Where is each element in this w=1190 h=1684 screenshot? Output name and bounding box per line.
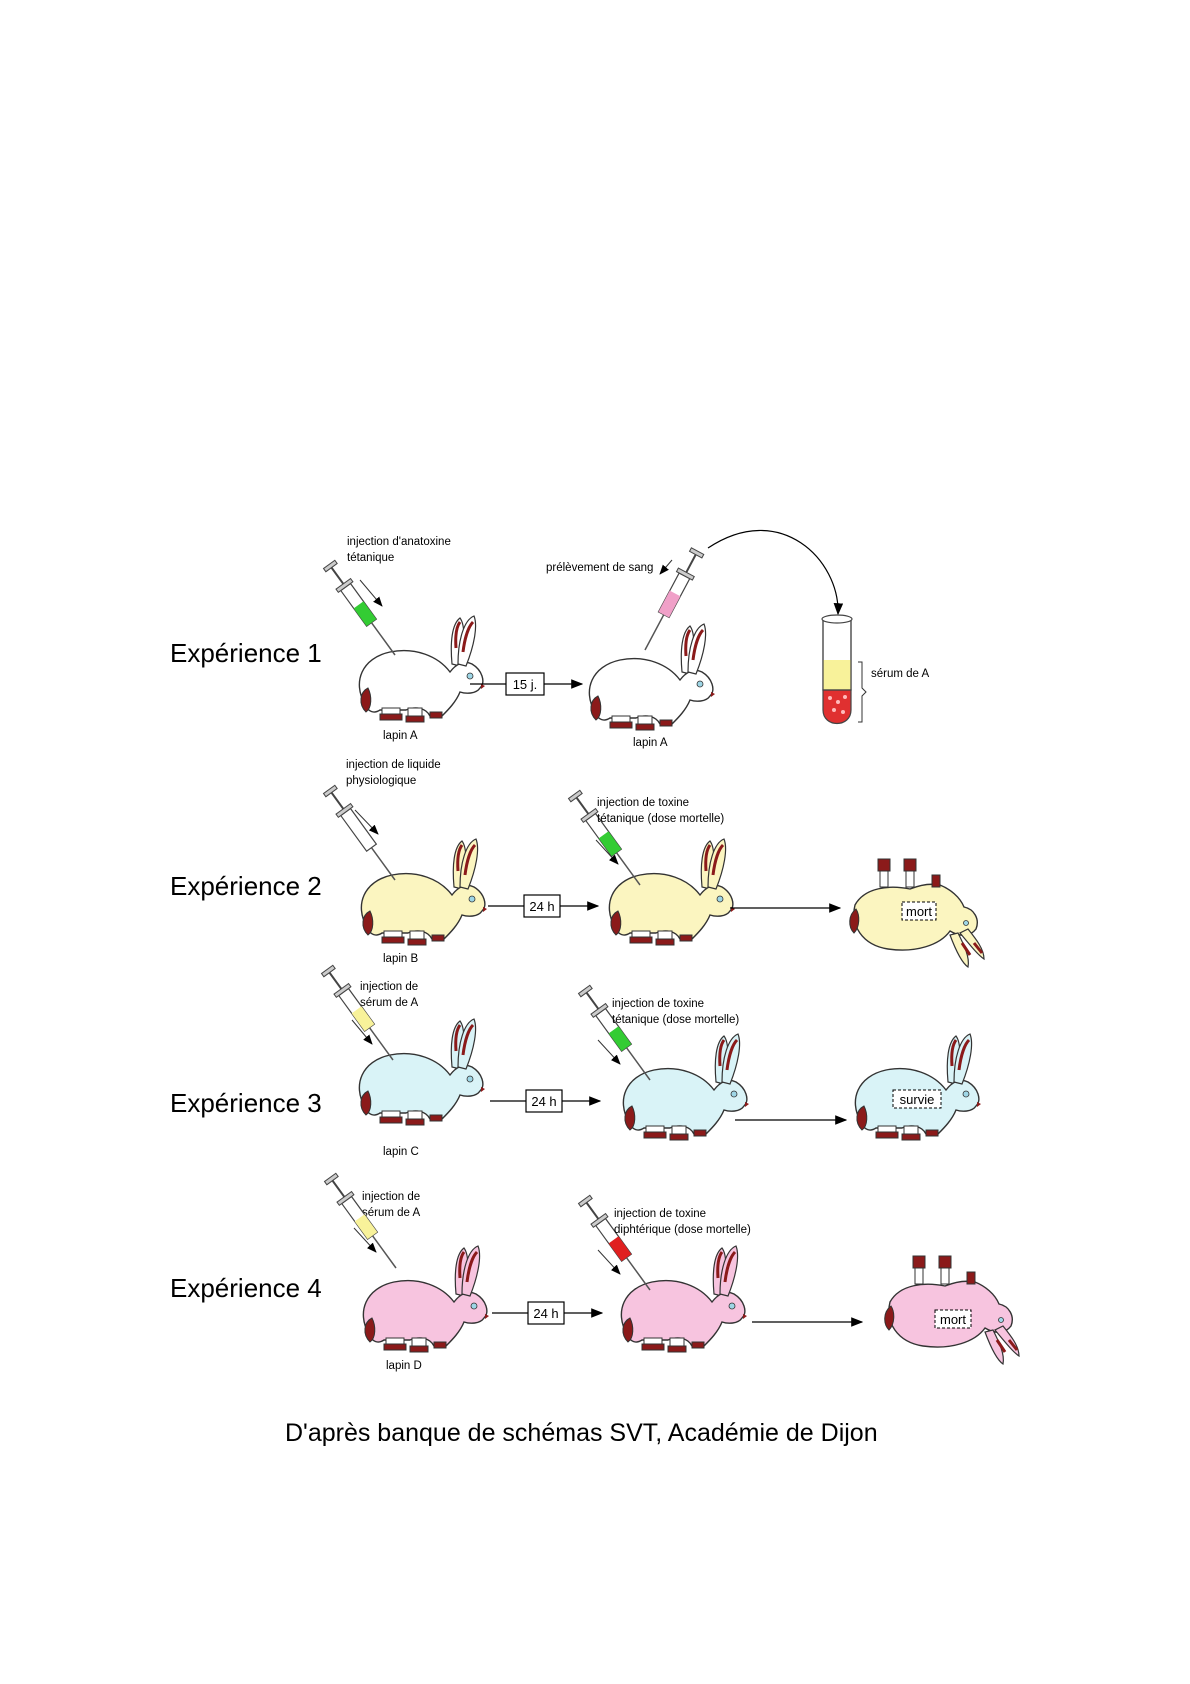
exp3-injection-arrow [351, 1019, 373, 1045]
exp3-injection-label-line1: injection de [360, 981, 418, 993]
exp2-injection-label-line2: physiologique [346, 775, 416, 787]
exp3-delay-text: 24 h [531, 1094, 556, 1109]
exp1-injection-label-line1: injection d'anatoxine [347, 536, 451, 548]
exp4-toxin-arrow [597, 1249, 621, 1275]
exp2-toxin-label-line2: tétanique (dose mortelle) [597, 813, 724, 825]
exp2-toxin-arrow [595, 839, 619, 865]
exp4-outcome-text: mort [940, 1312, 966, 1327]
sampling-direction-arrow [659, 559, 673, 575]
experience-3-title: Expérience 3 [170, 1088, 322, 1118]
exp1-rabbit2-label: lapin A [633, 737, 668, 749]
rabbit-c-second [621, 1032, 751, 1142]
rabbit-d-second [619, 1244, 749, 1354]
exp1-sampling-label: prélèvement de sang [546, 562, 653, 574]
exp2-injection-label-line1: injection de liquide [346, 759, 441, 771]
syringe-serum-icon [318, 963, 402, 1067]
source-credit: D'après banque de schémas SVT, Académie … [285, 1419, 878, 1447]
exp1-rabbit1-label: lapin A [383, 730, 418, 742]
experience-4-title: Expérience 4 [170, 1273, 322, 1303]
injection-direction-arrow [359, 579, 383, 607]
exp2-rabbit1-label: lapin B [383, 953, 418, 965]
exp4-rabbit1-label: lapin D [386, 1360, 422, 1372]
rabbit-a-second [587, 622, 717, 732]
syringe-diphtheria-toxin-icon [575, 1193, 659, 1297]
exp4-delay-text: 24 h [533, 1306, 558, 1321]
exp4-injection-label-line2: sérum de A [362, 1207, 420, 1219]
exp3-toxin-label-line1: injection de toxine [612, 998, 704, 1010]
syringe-physiological-icon [320, 783, 404, 887]
rabbit-c-first [357, 1017, 487, 1127]
experience-1-title: Expérience 1 [170, 638, 322, 668]
syringe-tetanus-toxin-icon [565, 788, 649, 892]
exp4-injection-label-line1: injection de [362, 1191, 420, 1203]
exp2-injection-arrow [354, 809, 379, 835]
exp4-toxin-label-line1: injection de toxine [614, 1208, 706, 1220]
serum-tube-icon [821, 614, 853, 725]
exp3-injection-label-line2: sérum de A [360, 997, 418, 1009]
syringe-tetanus-toxin-icon [575, 983, 659, 1087]
rabbit-b-second [607, 837, 737, 947]
exp2-outcome-text: mort [906, 904, 932, 919]
exp4-injection-arrow [353, 1227, 377, 1253]
exp4-toxin-label-line2: diphtérique (dose mortelle) [614, 1224, 751, 1236]
exp3-rabbit1-label: lapin C [383, 1146, 419, 1158]
exp3-toxin-arrow [597, 1039, 621, 1065]
exp3-outcome-text: survie [900, 1092, 935, 1107]
rabbit-d-first [361, 1244, 491, 1354]
rabbit-b-first [359, 837, 489, 947]
exp2-delay-text: 24 h [529, 899, 554, 914]
exp3-outcome-box [892, 1089, 942, 1109]
exp3-toxin-label-line2: tétanique (dose mortelle) [612, 1014, 739, 1026]
experience-2-title: Expérience 2 [170, 871, 322, 901]
exp2-outcome-box [901, 901, 937, 921]
syringe-serum-icon [321, 1171, 405, 1275]
exp1-delay-text: 15 j. [513, 677, 538, 692]
exp1-tube-label: sérum de A [871, 668, 929, 680]
exp1-injection-label-line2: tétanique [347, 552, 394, 564]
syringe-anatoxine-icon [320, 558, 404, 662]
syringe-blood-sample-icon [636, 545, 707, 656]
exp1-transfer-arrow [707, 529, 844, 616]
rabbit-c-survived [853, 1032, 983, 1142]
exp2-toxin-label-line1: injection de toxine [597, 797, 689, 809]
serum-bracket [858, 661, 867, 723]
exp4-outcome-box [934, 1309, 972, 1329]
